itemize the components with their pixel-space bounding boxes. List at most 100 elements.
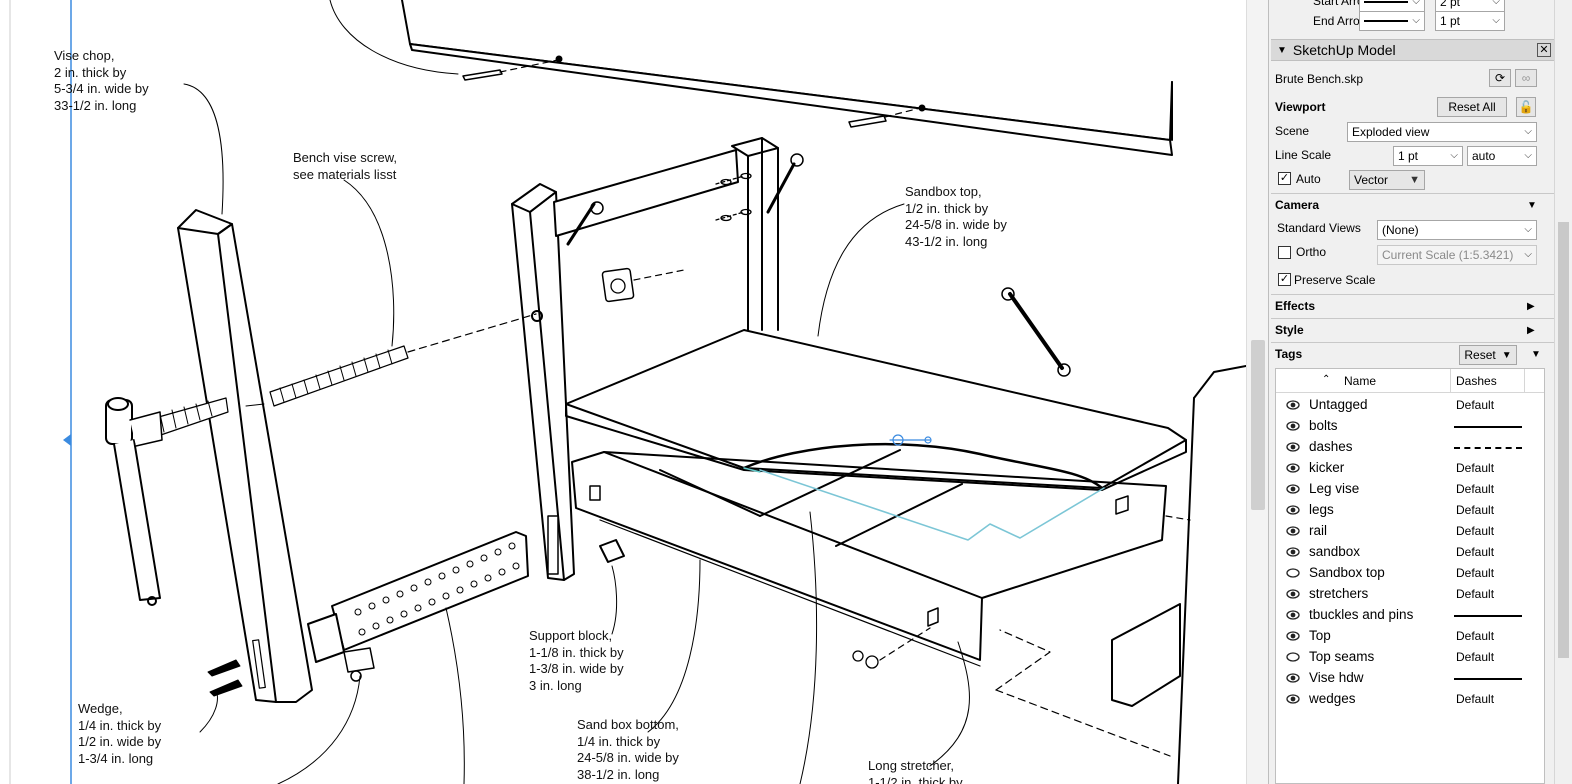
- tray-scrollbar[interactable]: [1554, 0, 1572, 784]
- tag-name[interactable]: Top seams: [1309, 649, 1375, 664]
- dash-solid-swatch[interactable]: [1454, 678, 1522, 680]
- tag-name[interactable]: legs: [1309, 502, 1334, 517]
- tag-name[interactable]: tbuckles and pins: [1309, 607, 1414, 622]
- tag-name[interactable]: Top: [1309, 628, 1331, 643]
- link-icon[interactable]: ∞: [1515, 69, 1537, 87]
- tag-row[interactable]: dashes: [1276, 437, 1544, 458]
- dash-solid-swatch[interactable]: [1454, 426, 1522, 428]
- tag-dash-value[interactable]: Default: [1456, 692, 1495, 706]
- eye-icon[interactable]: [1286, 545, 1300, 559]
- eye-icon[interactable]: [1286, 461, 1300, 475]
- tag-name[interactable]: Untagged: [1309, 397, 1368, 412]
- eye-icon[interactable]: [1286, 587, 1300, 601]
- eye-icon[interactable]: [1286, 440, 1300, 454]
- auto-checkbox[interactable]: ✓: [1278, 172, 1291, 185]
- tag-row[interactable]: Leg vise Default: [1276, 479, 1544, 500]
- tag-name[interactable]: bolts: [1309, 418, 1338, 433]
- annotation-sandbox-top[interactable]: Sandbox top, 1/2 in. thick by 24-5/8 in.…: [905, 184, 1007, 250]
- standard-views-select[interactable]: (None) ⌵: [1377, 220, 1537, 240]
- tags-reset-button[interactable]: Reset ▼: [1459, 345, 1517, 365]
- eye-hidden-icon[interactable]: [1286, 650, 1300, 664]
- tag-row[interactable]: tbuckles and pins: [1276, 605, 1544, 626]
- render-mode-select[interactable]: Vector ▼: [1349, 170, 1425, 190]
- end-arrow-size-select[interactable]: 1 pt ⌵: [1435, 11, 1505, 31]
- eye-icon[interactable]: [1286, 398, 1300, 412]
- tag-name[interactable]: Sandbox top: [1309, 565, 1385, 580]
- tray-scrollbar-thumb[interactable]: [1558, 222, 1569, 658]
- tags-section-title[interactable]: Tags: [1275, 347, 1303, 361]
- camera-section-title[interactable]: Camera: [1275, 198, 1320, 212]
- tag-row[interactable]: sandbox Default: [1276, 542, 1544, 563]
- scene-select[interactable]: Exploded view ⌵: [1347, 122, 1537, 142]
- annotation-wedge[interactable]: Wedge, 1/4 in. thick by 1/2 in. wide by …: [78, 701, 162, 767]
- unlock-icon[interactable]: 🔓: [1516, 97, 1536, 117]
- tag-name[interactable]: stretchers: [1309, 586, 1369, 601]
- eye-icon[interactable]: [1286, 608, 1300, 622]
- annotation-long-stretcher[interactable]: Long stretcher, 1-1/2 in. thick by: [868, 758, 963, 784]
- tag-row[interactable]: rail Default: [1276, 521, 1544, 542]
- tag-name[interactable]: Leg vise: [1309, 481, 1360, 496]
- eye-icon[interactable]: [1286, 524, 1300, 538]
- style-section-title[interactable]: Style: [1275, 323, 1304, 337]
- tag-dash-value[interactable]: Default: [1456, 524, 1495, 538]
- tag-row[interactable]: legs Default: [1276, 500, 1544, 521]
- tag-name[interactable]: Vise hdw: [1309, 670, 1364, 685]
- annotation-sandbox-bottom[interactable]: Sand box bottom, 1/4 in. thick by 24-5/8…: [577, 717, 679, 783]
- ortho-checkbox[interactable]: [1278, 246, 1291, 259]
- tag-dash-value[interactable]: Default: [1456, 566, 1495, 580]
- collapse-triangle-icon[interactable]: ▼: [1527, 200, 1537, 211]
- end-arrow-style-select[interactable]: ⌵: [1359, 11, 1425, 31]
- sort-up-icon[interactable]: ⌃: [1322, 374, 1331, 385]
- annotation-vise-chop[interactable]: Vise chop, 2 in. thick by 5-3/4 in. wide…: [54, 48, 149, 114]
- tag-dash-value[interactable]: Default: [1456, 461, 1495, 475]
- eye-icon[interactable]: [1286, 629, 1300, 643]
- tag-name[interactable]: dashes: [1309, 439, 1353, 454]
- line-scale-select[interactable]: 1 pt ⌵: [1393, 146, 1463, 166]
- canvas-scrollbar[interactable]: [1246, 0, 1268, 784]
- tag-row[interactable]: Vise hdw: [1276, 668, 1544, 689]
- tag-name[interactable]: kicker: [1309, 460, 1345, 475]
- collapse-triangle-icon[interactable]: ▼: [1531, 349, 1541, 360]
- tag-row[interactable]: Top seams Default: [1276, 647, 1544, 668]
- tag-dash-value[interactable]: Default: [1456, 482, 1495, 496]
- tag-name[interactable]: wedges: [1309, 691, 1356, 706]
- expand-triangle-icon[interactable]: ▶: [1527, 301, 1535, 312]
- tag-dash-value[interactable]: Default: [1456, 629, 1495, 643]
- annotation-support-block[interactable]: Support block, 1-1/8 in. thick by 1-3/8 …: [529, 628, 624, 694]
- drawing-canvas[interactable]: Vise chop, 2 in. thick by 5-3/4 in. wide…: [0, 0, 1246, 784]
- tag-dash-value[interactable]: Default: [1456, 545, 1495, 559]
- tag-name[interactable]: rail: [1309, 523, 1328, 538]
- annotation-bench-vise-screw[interactable]: Bench vise screw, see materials lisst: [293, 150, 398, 182]
- expand-triangle-icon[interactable]: ▶: [1527, 325, 1535, 336]
- tag-dash-value[interactable]: Default: [1456, 650, 1495, 664]
- tag-dash-value[interactable]: Default: [1456, 398, 1495, 412]
- tag-row[interactable]: Sandbox top Default: [1276, 563, 1544, 584]
- tags-column-dashes[interactable]: Dashes: [1456, 374, 1497, 388]
- tag-dash-value[interactable]: Default: [1456, 587, 1495, 601]
- line-scale-mode-select[interactable]: auto ⌵: [1467, 146, 1537, 166]
- effects-section-title[interactable]: Effects: [1275, 299, 1316, 313]
- dash-dashed-swatch[interactable]: [1454, 447, 1522, 449]
- dash-solid-swatch[interactable]: [1454, 615, 1522, 617]
- tag-row[interactable]: stretchers Default: [1276, 584, 1544, 605]
- refresh-icon[interactable]: ⟳: [1489, 69, 1511, 87]
- eye-icon[interactable]: [1286, 419, 1300, 433]
- close-icon[interactable]: ✕: [1537, 43, 1551, 57]
- tag-row[interactable]: Untagged Default: [1276, 395, 1544, 416]
- eye-hidden-icon[interactable]: [1286, 566, 1300, 580]
- sketchup-model-panel-header[interactable]: ▼ SketchUp Model ✕: [1271, 39, 1557, 61]
- tag-row[interactable]: Top Default: [1276, 626, 1544, 647]
- tag-row[interactable]: wedges Default: [1276, 689, 1544, 710]
- canvas-scrollbar-thumb[interactable]: [1251, 340, 1265, 510]
- eye-icon[interactable]: [1286, 671, 1300, 685]
- tags-column-name[interactable]: Name: [1344, 374, 1377, 388]
- tag-row[interactable]: bolts: [1276, 416, 1544, 437]
- eye-icon[interactable]: [1286, 692, 1300, 706]
- eye-icon[interactable]: [1286, 482, 1300, 496]
- tag-row[interactable]: kicker Default: [1276, 458, 1544, 479]
- tag-name[interactable]: sandbox: [1309, 544, 1361, 559]
- reset-all-button[interactable]: Reset All: [1437, 97, 1507, 117]
- scale-select[interactable]: Current Scale (1:5.3421) ⌵: [1377, 245, 1537, 265]
- eye-icon[interactable]: [1286, 503, 1300, 517]
- tag-dash-value[interactable]: Default: [1456, 503, 1495, 517]
